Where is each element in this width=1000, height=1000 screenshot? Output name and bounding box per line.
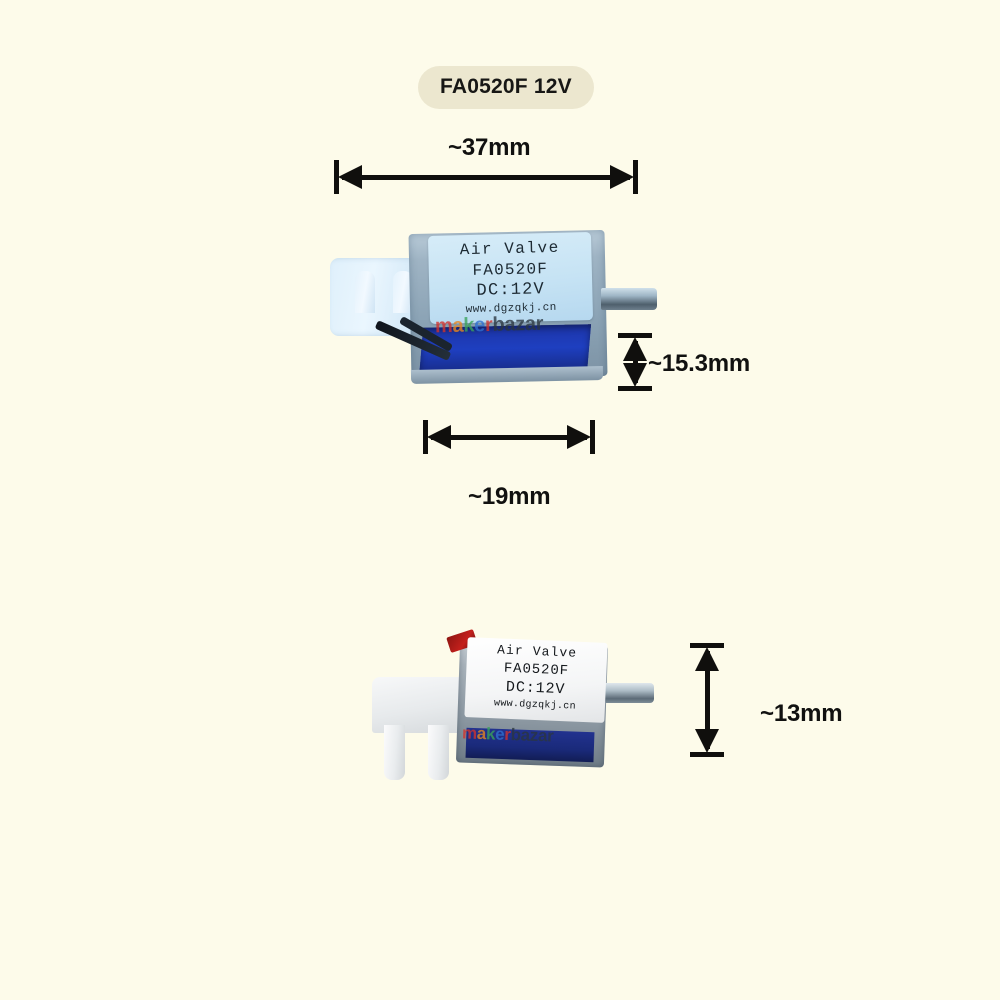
dimension-shaft: [705, 651, 710, 749]
arrowhead-up-icon: [695, 647, 719, 671]
valve-port-b: [428, 725, 449, 780]
arrowhead-up-icon: [623, 337, 647, 361]
arrowhead-left-icon: [338, 165, 362, 189]
page-title-badge: FA0520F 12V: [418, 66, 594, 109]
valve-outlet-nozzle: [601, 288, 657, 310]
arrowhead-right-icon: [567, 425, 591, 449]
valve-port-a: [355, 271, 375, 313]
dimension-shaft: [342, 175, 630, 180]
dimension-cap-right: [633, 160, 638, 194]
dimension-label-width-body: ~19mm: [468, 483, 551, 510]
dimension-label-length: ~37mm: [448, 134, 531, 161]
arrowhead-left-icon: [427, 425, 451, 449]
valve-coil: [465, 727, 595, 763]
valve-product-label: Air Valve FA0520F DC:12V www.dgzqkj.cn: [464, 637, 608, 723]
valve-port-a: [384, 725, 405, 780]
dimension-label-height-front: ~13mm: [760, 700, 843, 727]
valve-photo-side-view: Air Valve FA0520F DC:12V www.dgzqkj.cn m…: [325, 218, 657, 393]
dimension-cap-top: [690, 643, 724, 648]
dimension-cap-right: [590, 420, 595, 454]
arrowhead-down-icon: [623, 363, 647, 387]
valve-photo-rotated-view: Air Valve FA0520F DC:12V www.dgzqkj.cn m…: [370, 625, 670, 810]
valve-port-b: [393, 271, 413, 313]
dimension-arrow-height-front: [690, 643, 724, 757]
valve-manifold: [330, 258, 418, 336]
dimension-label-height-side: ~15.3mm: [648, 350, 751, 377]
dimension-arrow-length: [334, 160, 638, 194]
label-line-website: www.dgzqkj.cn: [465, 301, 557, 317]
dimension-shaft: [633, 341, 638, 383]
valve-outlet-nozzle: [602, 683, 654, 703]
dimension-arrow-width-body: [423, 420, 595, 454]
valve-product-label: Air Valve FA0520F DC:12V www.dgzqkj.cn: [427, 232, 594, 324]
dimension-shaft: [431, 435, 587, 440]
dimension-cap-bottom: [618, 386, 652, 391]
dimension-cap-bottom: [690, 752, 724, 757]
dimension-cap-top: [618, 333, 652, 338]
arrowhead-down-icon: [695, 729, 719, 753]
arrowhead-right-icon: [610, 165, 634, 189]
dimension-cap-left: [334, 160, 339, 194]
dimension-arrow-height-side: [618, 333, 652, 391]
dimension-cap-left: [423, 420, 428, 454]
valve-frame-lip: [410, 365, 604, 385]
